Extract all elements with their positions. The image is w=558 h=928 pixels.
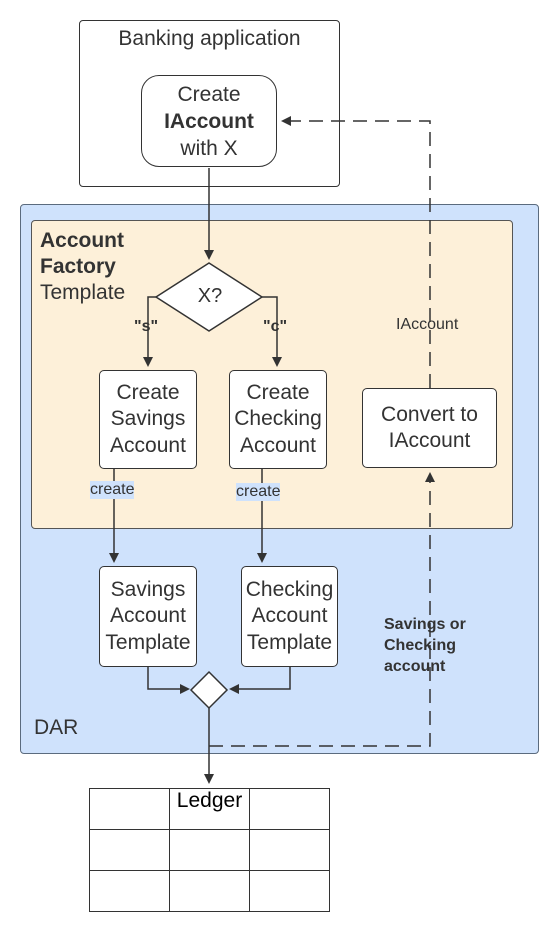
checking-template-line3: Template <box>246 630 333 654</box>
factory-title-line2: Factory <box>40 255 116 278</box>
create-checking-account-node: Create Checking Account <box>229 370 327 469</box>
create-iaccount-line1: Create <box>177 82 241 106</box>
ledger-cell <box>168 829 251 871</box>
create-checking-line2: Checking <box>234 407 322 431</box>
branch-c-label: "c" <box>263 318 288 335</box>
arrow-branch-c <box>262 296 282 367</box>
create-checking-line3: Account <box>240 433 316 457</box>
branch-s-label: "s" <box>134 318 159 335</box>
factory-title-line1: Account <box>40 229 124 252</box>
dashed-arrow-to-create-iaccount <box>281 116 431 388</box>
ledger-table: Ledger <box>89 788 330 912</box>
checking-account-template-node: Checking Account Template <box>241 566 338 667</box>
ledger-row: Ledger <box>89 788 330 830</box>
decision-diamond <box>154 262 264 332</box>
create-iaccount-line2: IAccount <box>164 109 254 133</box>
ledger-header-cell: Ledger <box>168 788 251 830</box>
checking-template-line2: Account <box>251 604 328 628</box>
banking-application-title: Banking application <box>118 27 301 50</box>
factory-title-line3: Template <box>40 281 126 304</box>
savings-template-line1: Savings <box>110 577 186 601</box>
ledger-cell <box>249 829 330 871</box>
create-iaccount-line3: with X <box>180 136 238 160</box>
ledger-cell <box>89 829 170 871</box>
savings-template-line2: Account <box>110 604 186 628</box>
arrow-branch-s <box>143 296 156 367</box>
convert-to-iaccount-node: Convert to IAccount <box>362 388 497 468</box>
ledger-cell <box>168 870 251 912</box>
create-savings-line1: Create <box>116 380 180 404</box>
dar-label: DAR <box>34 716 79 739</box>
checking-template-line1: Checking <box>245 577 334 601</box>
create-savings-line2: Savings <box>110 407 186 431</box>
convert-line1: Convert to <box>381 402 478 426</box>
iaccount-return-label: IAccount <box>396 316 459 333</box>
savings-or-checking-label: Savings or Checking account <box>384 616 466 675</box>
arrow-savings-to-merge <box>147 667 190 694</box>
convert-line2: IAccount <box>388 429 471 452</box>
ledger-cell <box>249 870 330 912</box>
account-factory-title: Account Factory Template <box>40 228 125 306</box>
create-checking-label: create <box>236 483 281 501</box>
ledger-row <box>89 829 330 871</box>
create-savings-account-node: Create Savings Account <box>99 370 197 469</box>
create-checking-line1: Create <box>246 380 310 404</box>
ledger-row <box>89 870 330 912</box>
savings-account-template-node: Savings Account Template <box>99 566 197 667</box>
merge-diamond <box>189 670 229 710</box>
decision-label: X? <box>197 285 223 307</box>
ledger-cell <box>89 788 170 830</box>
create-savings-label: create <box>90 481 135 499</box>
ledger-cell <box>249 788 330 830</box>
create-savings-line3: Account <box>110 433 186 457</box>
ledger-cell <box>89 870 170 912</box>
savings-template-line3: Template <box>105 630 191 654</box>
create-iaccount-node: Create IAccount with X <box>141 75 277 167</box>
arrow-checking-to-merge <box>229 667 291 694</box>
dashed-arrow-to-convert <box>209 472 435 747</box>
